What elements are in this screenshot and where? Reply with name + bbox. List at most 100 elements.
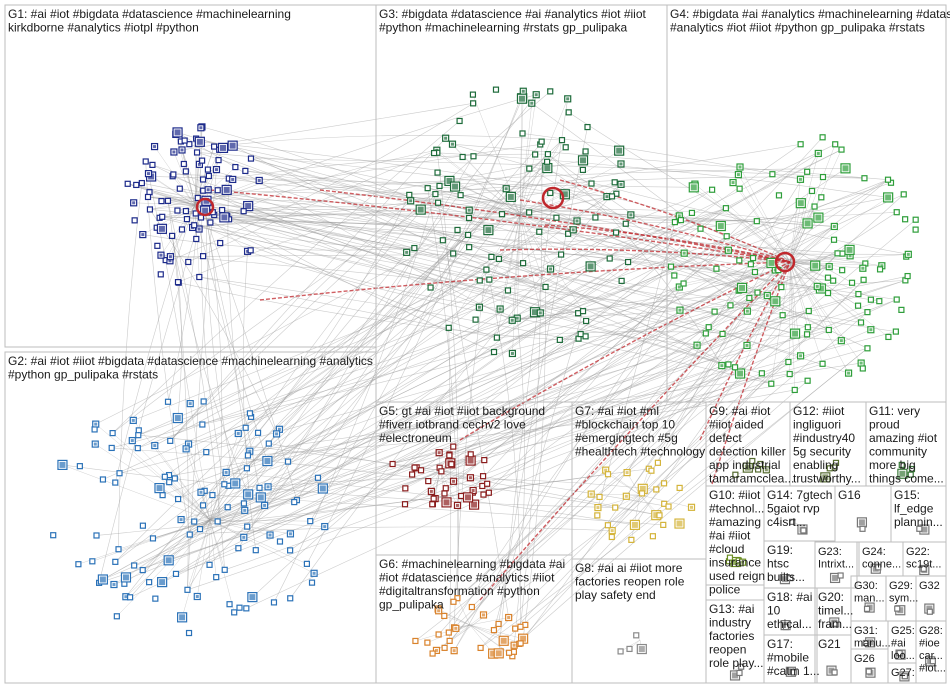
node-g1[interactable]	[242, 167, 249, 175]
node-g3[interactable]	[411, 244, 418, 252]
node-g2[interactable]	[314, 474, 322, 481]
node-g2[interactable]	[167, 437, 174, 444]
node-g4[interactable]	[860, 276, 867, 283]
node-g4[interactable]	[709, 186, 716, 193]
node-g1[interactable]	[194, 194, 201, 202]
node-g4[interactable]	[754, 289, 761, 296]
node-g2[interactable]	[213, 574, 220, 581]
node-g1[interactable]	[181, 137, 188, 144]
node-g2[interactable]	[174, 495, 182, 503]
node-g2[interactable]	[127, 594, 134, 601]
node-g6[interactable]	[512, 625, 519, 632]
node-g5[interactable]	[480, 491, 487, 498]
node-g4[interactable]	[912, 216, 919, 223]
node-g2[interactable]	[243, 465, 251, 472]
node-g5[interactable]	[481, 457, 488, 464]
node-g22[interactable]	[920, 565, 927, 572]
node-g3[interactable]	[498, 211, 506, 218]
node-g2[interactable]	[75, 561, 82, 568]
node-g4[interactable]	[768, 380, 775, 387]
node-g4[interactable]	[746, 294, 753, 302]
node-g4[interactable]	[722, 205, 729, 212]
node-g3[interactable]	[504, 287, 512, 294]
node-g3[interactable]	[434, 199, 442, 206]
node-g4[interactable]	[725, 361, 732, 368]
node-g1[interactable]	[193, 149, 201, 156]
node-g1[interactable]	[133, 181, 140, 189]
node-g4[interactable]	[758, 370, 765, 377]
node-g3[interactable]	[436, 182, 443, 190]
node-g2[interactable]	[185, 629, 193, 637]
node-g4[interactable]	[711, 308, 718, 315]
node-g3[interactable]	[427, 284, 434, 291]
node-g3[interactable]	[470, 153, 477, 160]
node-g7[interactable]	[596, 493, 603, 501]
node-g2[interactable]	[112, 558, 119, 565]
node-g4[interactable]	[839, 267, 846, 274]
node-g5[interactable]	[417, 467, 425, 474]
node-g4[interactable]	[838, 146, 845, 153]
node-g1[interactable]	[199, 253, 207, 260]
node-g1[interactable]	[247, 155, 255, 162]
node-g4[interactable]	[884, 176, 892, 183]
node-g5[interactable]	[479, 473, 487, 480]
node-g2[interactable]	[284, 458, 292, 465]
node-g5[interactable]	[446, 452, 453, 459]
node-g2[interactable]	[303, 560, 311, 567]
node-g2[interactable]	[131, 562, 138, 569]
node-g6[interactable]	[441, 612, 448, 620]
node-g18[interactable]	[782, 623, 790, 631]
node-g3[interactable]	[495, 255, 503, 263]
node-g4[interactable]	[893, 296, 900, 303]
node-g23[interactable]	[837, 572, 844, 579]
node-g9[interactable]	[749, 457, 756, 465]
node-g3[interactable]	[430, 149, 438, 157]
node-g4[interactable]	[893, 209, 900, 216]
node-g4[interactable]	[705, 324, 712, 331]
node-g2[interactable]	[191, 518, 198, 525]
node-g3[interactable]	[493, 334, 500, 341]
node-g4[interactable]	[680, 280, 687, 287]
node-g27[interactable]	[901, 673, 908, 680]
node-g30[interactable]	[863, 605, 871, 612]
node-g3[interactable]	[470, 100, 477, 107]
node-g1[interactable]	[180, 160, 187, 168]
node-g3[interactable]	[558, 251, 565, 258]
node-g4[interactable]	[819, 173, 827, 181]
node-g6[interactable]	[429, 650, 436, 657]
node-g1[interactable]	[191, 222, 198, 229]
node-g4[interactable]	[859, 365, 866, 372]
node-g6[interactable]	[505, 649, 513, 656]
node-g2[interactable]	[134, 445, 141, 452]
node-g1[interactable]	[142, 158, 149, 165]
node-g5[interactable]	[458, 492, 465, 500]
node-g14[interactable]	[800, 527, 807, 534]
node-g1[interactable]	[247, 247, 254, 254]
node-g3[interactable]	[579, 166, 586, 174]
node-g1[interactable]	[174, 207, 181, 214]
node-g7[interactable]	[604, 522, 612, 529]
node-g1[interactable]	[154, 242, 161, 249]
node-g2[interactable]	[115, 546, 122, 553]
node-g4[interactable]	[804, 324, 811, 331]
node-g2[interactable]	[244, 523, 251, 530]
node-g2[interactable]	[112, 479, 119, 486]
node-g2[interactable]	[108, 444, 115, 452]
node-g2[interactable]	[172, 570, 180, 577]
node-g1[interactable]	[149, 161, 156, 168]
node-g2[interactable]	[159, 492, 166, 499]
node-g7[interactable]	[656, 512, 663, 519]
node-g7[interactable]	[660, 480, 668, 487]
node-g3[interactable]	[538, 138, 545, 145]
node-g3[interactable]	[608, 193, 616, 200]
node-g3[interactable]	[565, 230, 572, 237]
node-g5[interactable]	[448, 461, 455, 468]
node-g4[interactable]	[753, 218, 760, 225]
node-g2[interactable]	[166, 479, 173, 486]
node-g4[interactable]	[830, 277, 837, 284]
node-g2[interactable]	[224, 504, 231, 511]
node-g1[interactable]	[157, 271, 164, 278]
node-g6[interactable]	[424, 639, 431, 646]
node-g4[interactable]	[819, 360, 826, 367]
node-g6[interactable]	[477, 644, 484, 652]
